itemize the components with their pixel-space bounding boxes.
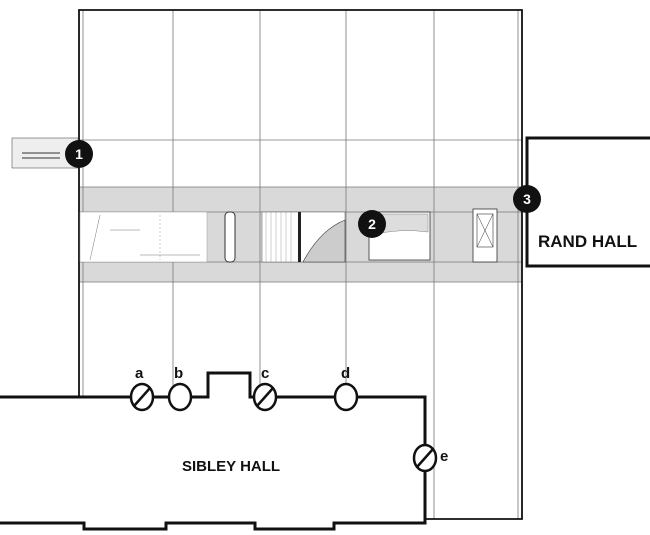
entrance-d[interactable] xyxy=(333,382,359,412)
courtyard-outline xyxy=(78,9,523,520)
marker-3-label: 3 xyxy=(523,191,531,207)
marker-2[interactable]: 2 xyxy=(358,210,386,238)
marker-1-label: 1 xyxy=(75,146,83,162)
sibley-hall-label: SIBLEY HALL xyxy=(182,458,280,475)
entrance-d-label: d xyxy=(341,365,350,382)
rand-hall-label: RAND HALL xyxy=(538,232,637,251)
marker-3[interactable]: 3 xyxy=(513,185,541,213)
entrance-a[interactable] xyxy=(129,382,155,412)
entrance-b-label: b xyxy=(174,365,183,382)
entrance-c[interactable] xyxy=(252,382,278,412)
entrance-c-label: c xyxy=(261,365,269,382)
sibley-hall-outline xyxy=(0,371,427,531)
entrance-b[interactable] xyxy=(167,382,193,412)
entrance-a-label: a xyxy=(135,365,144,382)
entrance-e-label: e xyxy=(440,448,448,465)
marker-1[interactable]: 1 xyxy=(65,140,93,168)
entrance-e[interactable] xyxy=(412,443,438,473)
marker-2-label: 2 xyxy=(368,216,376,232)
